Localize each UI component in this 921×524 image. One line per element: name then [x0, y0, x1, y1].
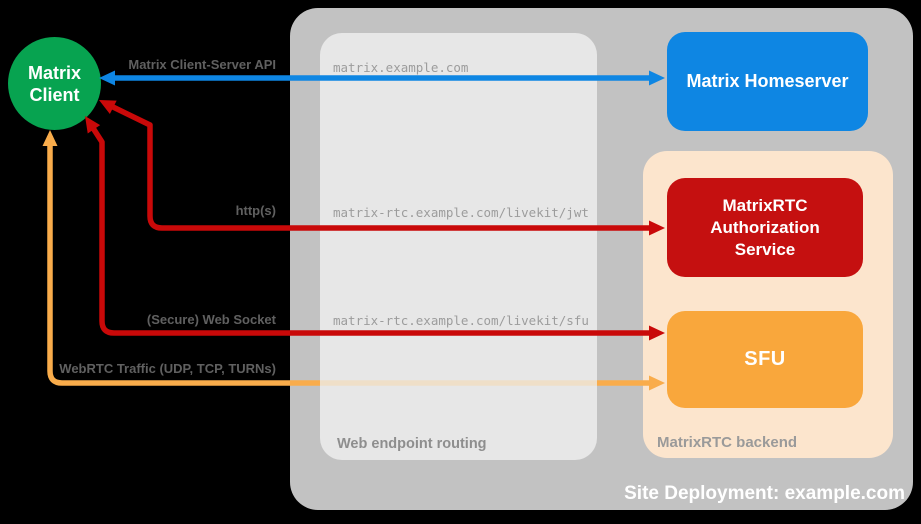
webrtc-edge-label: WebRTC Traffic (UDP, TCP, TURNs): [59, 361, 276, 376]
web-endpoint-routing-panel: Web endpoint routing: [320, 33, 597, 460]
sfu-label: SFU: [744, 348, 786, 370]
route-livekit-sfu: matrix-rtc.example.com/livekit/sfu: [333, 313, 589, 328]
matrix-homeserver-label: Matrix Homeserver: [686, 71, 849, 91]
matrix-homeserver-node: Matrix Homeserver: [667, 32, 868, 131]
route-matrix-example: matrix.example.com: [333, 60, 469, 75]
http-edge-label: http(s): [235, 203, 276, 218]
matrix-client-label: Matrix Client: [27, 62, 81, 105]
webrtc-arrowhead-client: [42, 130, 58, 146]
route-livekit-jwt: matrix-rtc.example.com/livekit/jwt: [333, 205, 589, 220]
cs-api-edge-label: Matrix Client-Server API: [128, 57, 276, 72]
site-deployment-label: Site Deployment: example.com: [624, 483, 905, 504]
matrix-client-node: Matrix Client: [8, 37, 101, 130]
web-endpoint-routing-label: Web endpoint routing: [337, 436, 487, 452]
auth-service-label: MatrixRTC Authorization Service: [710, 195, 820, 259]
matrixrtc-backend-label: MatrixRTC backend: [657, 434, 798, 451]
auth-service-node: MatrixRTC Authorization Service: [667, 178, 863, 277]
cs-api-arrowhead-client: [99, 70, 115, 86]
webrtc-arrow-line: [47, 136, 320, 386]
sfu-node: SFU: [667, 311, 863, 408]
websocket-edge-label: (Secure) Web Socket: [146, 312, 276, 327]
